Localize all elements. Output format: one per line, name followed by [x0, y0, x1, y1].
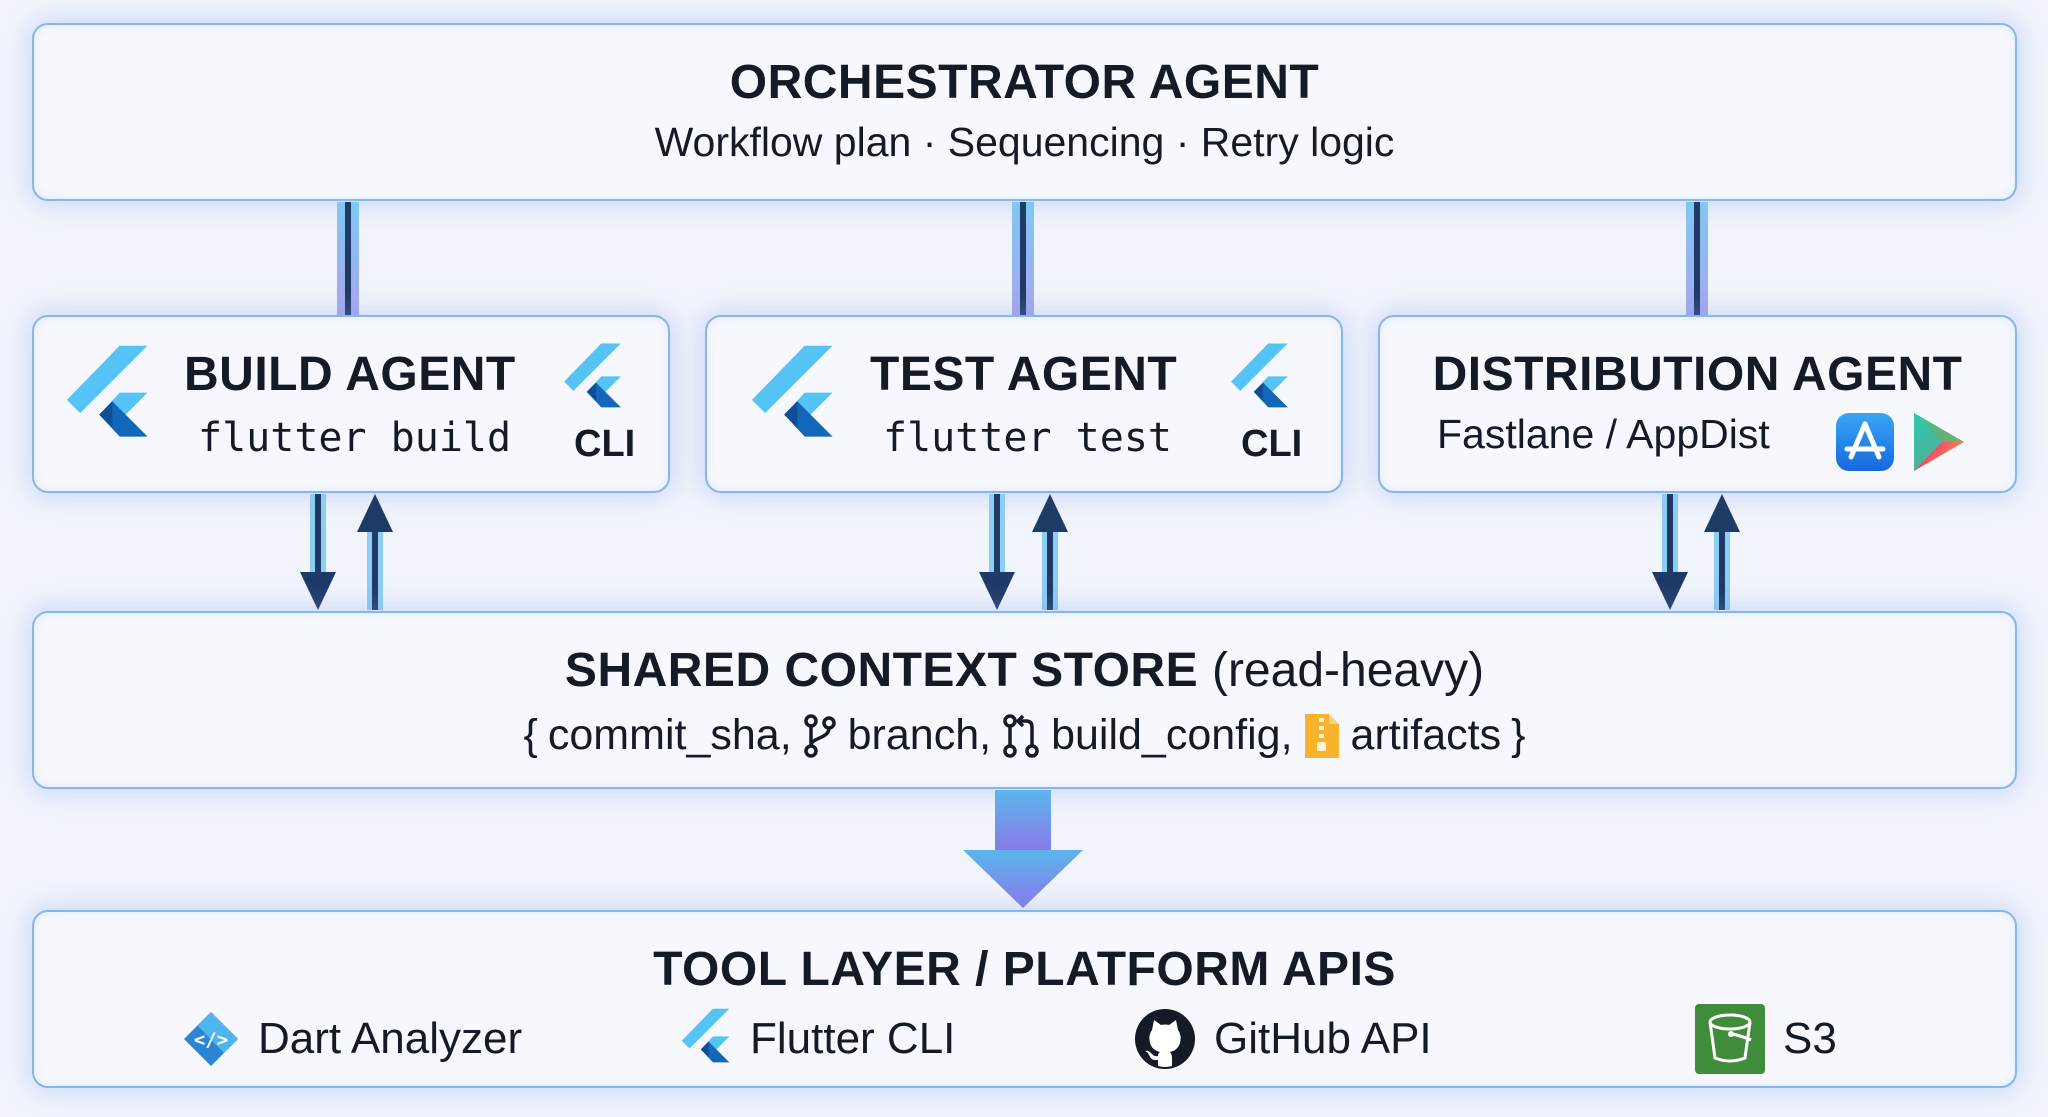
- field-commit-sha: commit_sha,: [547, 711, 792, 759]
- distribution-agent-command: Fastlane / AppDist: [1437, 411, 1770, 457]
- orchestrator-subtitle: Workflow plan · Sequencing · Retry logic: [654, 119, 1395, 165]
- build-write-arrow: [300, 494, 336, 610]
- tool-label: Dart Analyzer: [258, 1014, 523, 1063]
- build-read-arrow: [357, 494, 393, 610]
- distribution-agent-title: DISTRIBUTION AGENT: [1432, 348, 1963, 401]
- artifact-file-icon: [1304, 713, 1339, 758]
- tool-layer-box: TOOL LAYER / PLATFORM APIS </> Dart Anal…: [32, 910, 2017, 1088]
- test-agent-command: flutter test: [883, 415, 1172, 461]
- flutter-icon: [562, 343, 624, 416]
- field-build-config: build_config,: [1051, 711, 1293, 759]
- flutter-icon: [749, 345, 837, 449]
- build-agent-title: BUILD AGENT: [184, 348, 516, 401]
- close-brace: }: [1511, 711, 1526, 759]
- field-branch: branch,: [847, 711, 992, 759]
- git-branch-icon: [803, 713, 836, 758]
- orchestrator-title: ORCHESTRATOR AGENT: [729, 56, 1320, 109]
- distribution-write-arrow: [1652, 494, 1688, 610]
- tool-layer-title: TOOL LAYER / PLATFORM APIS: [653, 943, 1396, 996]
- open-brace: {: [523, 711, 538, 759]
- flutter-icon: [680, 1008, 732, 1070]
- build-cli-badge: CLI: [574, 423, 636, 465]
- tool-label: GitHub API: [1214, 1014, 1432, 1063]
- google-play-icon: [1914, 413, 1964, 471]
- field-artifacts: artifacts: [1350, 711, 1502, 759]
- test-read-arrow: [1032, 494, 1068, 610]
- context-store-title: SHARED CONTEXT STORE: [564, 644, 1199, 697]
- connector-build: [337, 202, 359, 315]
- dart-analyzer-icon: </>: [184, 1012, 238, 1066]
- github-icon: [1135, 1009, 1195, 1069]
- flutter-icon: [1229, 343, 1291, 416]
- tool-dart-analyzer: </> Dart Analyzer: [182, 1010, 522, 1068]
- context-store-heading: SHARED CONTEXT STORE (read-heavy): [34, 643, 2015, 698]
- connector-distribution: [1686, 202, 1708, 315]
- test-agent-box: TEST AGENT flutter test CLI: [705, 315, 1343, 493]
- flutter-icon: [64, 345, 152, 449]
- distribution-agent-box: DISTRIBUTION AGENT Fastlane / AppDist: [1378, 315, 2017, 493]
- context-to-tools-arrow: [963, 790, 1083, 908]
- tool-github-api: GitHub API: [1134, 1008, 1432, 1070]
- distribution-read-arrow: [1704, 494, 1740, 610]
- svg-text:</>: </>: [194, 1029, 228, 1051]
- test-agent-title: TEST AGENT: [870, 348, 1178, 401]
- test-cli-badge: CLI: [1241, 423, 1303, 465]
- app-store-icon: [1836, 413, 1894, 471]
- shared-context-store-box: SHARED CONTEXT STORE (read-heavy) { comm…: [32, 611, 2017, 789]
- build-agent-box: BUILD AGENT flutter build CLI: [32, 315, 670, 493]
- test-write-arrow: [979, 494, 1015, 610]
- context-store-fields: { commit_sha, branch, build_config,: [34, 711, 2015, 760]
- context-store-qualifier: (read-heavy): [1211, 644, 1485, 697]
- tool-label: S3: [1783, 1014, 1837, 1063]
- connector-test: [1012, 202, 1034, 315]
- build-agent-command: flutter build: [198, 415, 512, 461]
- tool-flutter-cli: Flutter CLI: [680, 1008, 955, 1070]
- tool-s3: S3: [1695, 1004, 1837, 1074]
- s3-bucket-icon: [1695, 1004, 1765, 1074]
- tool-label: Flutter CLI: [750, 1014, 956, 1063]
- pull-request-icon: [1003, 713, 1039, 758]
- orchestrator-agent-box: ORCHESTRATOR AGENT Workflow plan · Seque…: [32, 23, 2017, 201]
